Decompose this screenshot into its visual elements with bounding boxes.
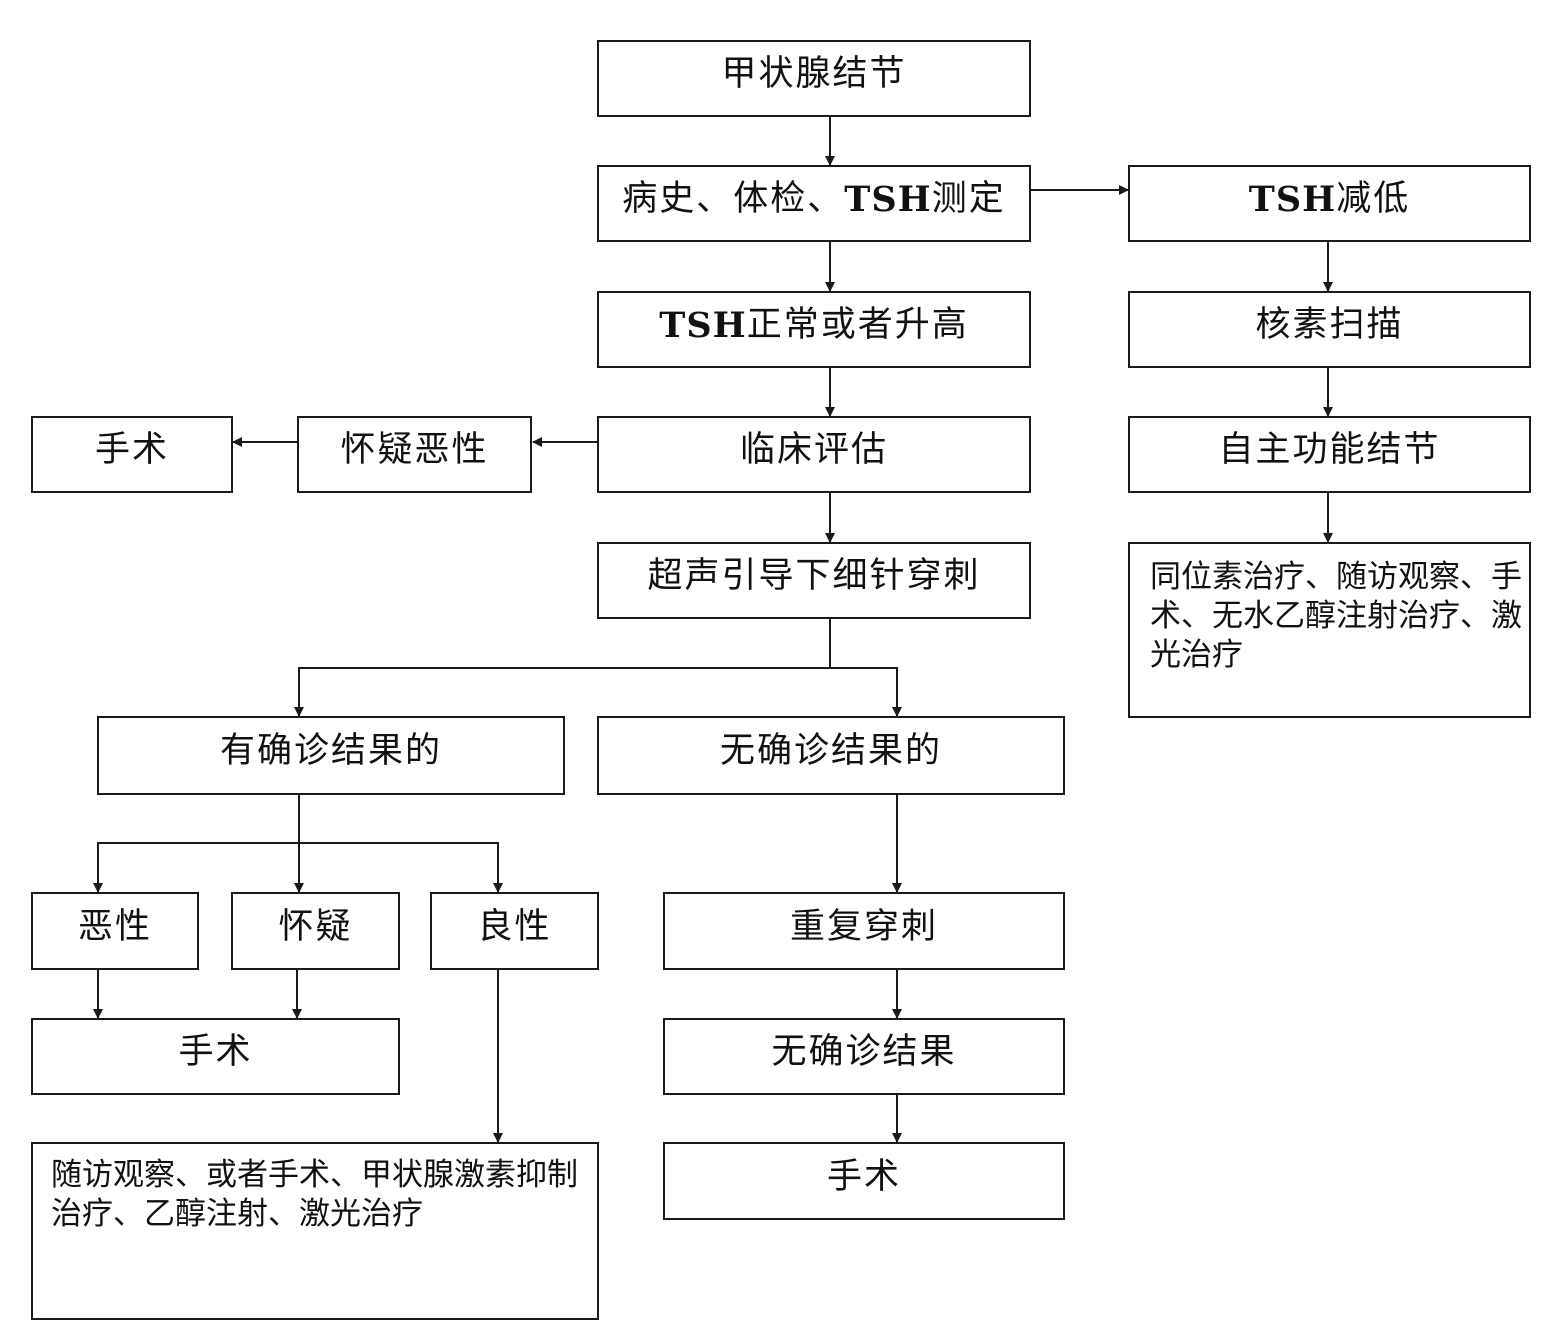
edge-split-to-benign	[299, 842, 503, 893]
node-malignant: 恶性	[31, 892, 199, 970]
node-fna: 超声引导下细针穿刺	[597, 542, 1031, 619]
node-suspect-malignant: 怀疑恶性	[297, 416, 532, 493]
node-nuclide-scan: 核素扫描	[1128, 291, 1531, 368]
node-suspicious: 怀疑	[231, 892, 400, 970]
node-surgery-right: 手术	[663, 1142, 1065, 1220]
edge-split-to-definite	[294, 667, 830, 717]
node-autonomous-treatment: 同位素治疗、随访观察、手术、无水乙醇注射治疗、激光治疗	[1128, 542, 1531, 718]
node-definite-result: 有确诊结果的	[97, 716, 565, 795]
node-autonomous-nodule: 自主功能结节	[1128, 416, 1531, 493]
node-benign: 良性	[430, 892, 599, 970]
node-thyroid-nodule: 甲状腺结节	[597, 40, 1031, 117]
node-no-definite-result: 无确诊结果的	[597, 716, 1065, 795]
edge-split-to-indefinite	[830, 667, 902, 717]
node-benign-treatment: 随访观察、或者手术、甲状腺激素抑制治疗、乙醇注射、激光治疗	[31, 1142, 599, 1320]
node-surgery-top: 手术	[31, 416, 233, 493]
node-surgery-left: 手术	[31, 1018, 400, 1095]
edge-split-to-malignant	[93, 842, 299, 893]
node-no-definite-result-2: 无确诊结果	[663, 1018, 1065, 1095]
node-repeat-puncture: 重复穿刺	[663, 892, 1065, 970]
node-clinical-eval: 临床评估	[597, 416, 1031, 493]
